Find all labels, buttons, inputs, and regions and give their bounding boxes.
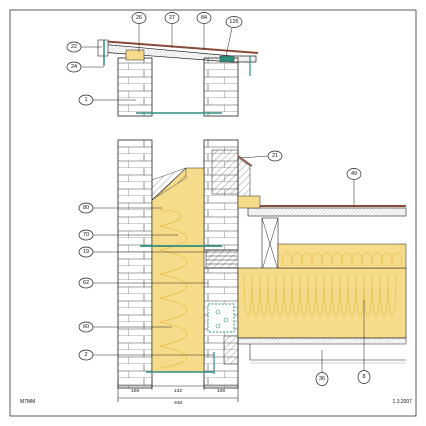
leader-lines	[81, 24, 365, 372]
svg-text:80: 80	[83, 205, 89, 211]
svg-text:62: 62	[83, 280, 89, 286]
insulation-pattern	[159, 209, 188, 369]
vent-dot-3	[215, 323, 221, 329]
dimension-total: 348	[174, 400, 182, 406]
callout-70: 70	[78, 229, 94, 241]
cavity-insulation	[151, 167, 205, 373]
callout-bubbles: 22 24 26 27 84 126 1 21 49 80 70 19 62 6…	[66, 12, 371, 386]
callout-49: 49	[346, 168, 362, 180]
callout-84: 84	[196, 12, 212, 24]
stud-cross-2	[261, 217, 279, 271]
drawing-code: M7MM	[20, 399, 35, 405]
callout-19: 19	[78, 246, 94, 258]
gutter-fitting	[219, 55, 235, 63]
floor-slab	[247, 207, 407, 217]
ceiling-insulation-pattern	[281, 252, 403, 267]
callout-24: 24	[66, 61, 82, 73]
svg-text:26: 26	[136, 15, 142, 21]
callout-62: 62	[78, 277, 94, 289]
svg-text:126: 126	[229, 19, 238, 25]
callout-8: 8	[357, 370, 371, 384]
roof-covering	[99, 40, 259, 54]
vent-dot-2	[223, 317, 229, 323]
concrete-block-1	[211, 149, 239, 195]
drawing-frame	[9, 9, 417, 417]
svg-text:27: 27	[169, 15, 175, 21]
svg-text:70: 70	[83, 232, 89, 238]
callout-1: 1	[78, 94, 94, 106]
svg-text:2: 2	[84, 352, 87, 358]
left-wall-top	[117, 57, 153, 117]
panel-insulation-pattern	[243, 274, 397, 317]
cavity-slope	[151, 167, 187, 201]
edge-insulation	[237, 195, 261, 209]
concrete-block-2	[223, 335, 239, 365]
svg-text:60: 60	[83, 324, 89, 330]
svg-text:19: 19	[83, 249, 89, 255]
vent-box	[207, 303, 235, 333]
right-wall-top	[203, 57, 239, 117]
svg-text:8: 8	[362, 374, 365, 380]
step-detail	[206, 251, 238, 265]
dimension-lines: 108 132 108 348	[117, 380, 239, 406]
callout-36: 36	[315, 372, 329, 386]
svg-text:36: 36	[319, 376, 325, 382]
callout-80: 80	[78, 202, 94, 214]
svg-text:21: 21	[272, 153, 278, 159]
dimension-right: 108	[217, 388, 225, 394]
callout-26: 26	[131, 12, 147, 24]
callout-22: 22	[66, 41, 82, 53]
left-brick-wall	[117, 139, 153, 389]
callout-21: 21	[267, 150, 283, 162]
dimension-middle: 132	[174, 388, 182, 394]
callout-27: 27	[164, 12, 180, 24]
eave-fitting-left	[97, 39, 109, 57]
svg-text:1: 1	[84, 97, 87, 103]
insulation-top	[125, 49, 145, 61]
callout-126: 126	[225, 16, 243, 28]
top-section	[97, 39, 259, 117]
svg-text:24: 24	[71, 64, 77, 70]
vent-dot-1	[215, 309, 221, 315]
dimension-left: 108	[131, 388, 139, 394]
svg-text:84: 84	[201, 15, 207, 21]
svg-text:49: 49	[351, 171, 357, 177]
main-section	[117, 139, 407, 389]
drawing-date: 1.3.2007	[393, 399, 413, 405]
callout-2: 2	[78, 349, 94, 361]
callout-60: 60	[78, 321, 94, 333]
parapet-flashing	[237, 155, 253, 167]
panel-insulation	[237, 267, 407, 339]
svg-text:22: 22	[71, 44, 77, 50]
concrete-beam	[205, 249, 239, 269]
ceiling-board	[237, 337, 407, 345]
